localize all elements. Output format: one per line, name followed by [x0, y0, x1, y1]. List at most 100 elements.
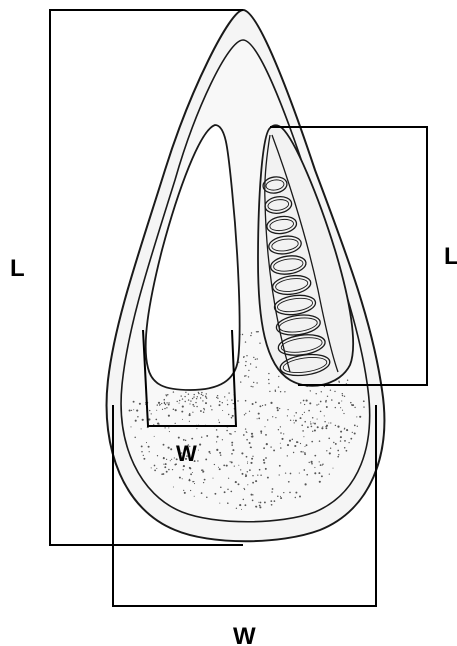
stipple-dot [250, 335, 251, 336]
stipple-dot [297, 441, 298, 442]
stipple-dot [314, 455, 316, 457]
stipple-dot [216, 397, 217, 398]
stipple-dot [328, 437, 330, 439]
stipple-dot [241, 509, 242, 510]
stipple-dot [202, 400, 203, 401]
stipple-dot [184, 492, 186, 494]
stipple-dot [154, 436, 155, 437]
stipple-dot [192, 412, 193, 413]
stipple-dot [310, 421, 311, 422]
stipple-dot [265, 434, 267, 436]
stipple-dot [352, 432, 353, 433]
stipple-dot [226, 430, 228, 432]
stipple-dot [251, 332, 252, 333]
stipple-dot [260, 475, 261, 476]
stipple-dot [285, 472, 286, 473]
stipple-dot [192, 481, 194, 483]
stipple-dot [325, 400, 326, 401]
stipple-dot [224, 396, 225, 397]
stipple-dot [205, 396, 206, 397]
stipple-dot [163, 464, 164, 465]
stipple-dot [252, 475, 253, 476]
stipple-dot [230, 461, 231, 462]
stipple-dot [247, 461, 248, 462]
stipple-dot [210, 405, 211, 406]
stipple-dot [321, 475, 323, 477]
stipple-dot [249, 411, 250, 412]
stipple-dot [322, 426, 323, 427]
stipple-dot [247, 484, 248, 485]
stipple-dot [156, 468, 157, 469]
stipple-dot [201, 492, 203, 494]
stipple-dot [341, 400, 342, 401]
stipple-dot [234, 466, 235, 467]
stipple-dot [294, 415, 295, 416]
stipple-dot [164, 408, 165, 409]
stipple-dot [142, 419, 144, 421]
stipple-dot [246, 439, 248, 441]
stipple-dot [232, 415, 234, 417]
stipple-dot [251, 433, 253, 435]
stipple-dot [146, 442, 147, 443]
stipple-dot [319, 461, 320, 462]
outer-length-label: L [10, 255, 25, 282]
stipple-dot [346, 450, 348, 452]
stipple-dot [223, 465, 225, 467]
stipple-dot [259, 405, 261, 407]
stipple-dot [216, 429, 218, 431]
stipple-dot [335, 425, 336, 426]
stipple-dot [269, 391, 270, 392]
stipple-dot [290, 420, 291, 421]
stipple-dot [196, 398, 197, 399]
stipple-dot [220, 487, 222, 489]
stipple-dot [219, 404, 221, 406]
stipple-dot [324, 421, 325, 422]
stipple-dot [272, 488, 274, 490]
stipple-dot [271, 504, 273, 506]
stipple-dot [259, 506, 261, 508]
stipple-dot [314, 467, 315, 468]
stipple-dot [238, 465, 239, 466]
stipple-dot [141, 445, 143, 447]
stipple-dot [302, 414, 303, 415]
stipple-dot [295, 497, 296, 498]
stipple-dot [252, 456, 253, 457]
stipple-dot [193, 396, 194, 397]
stipple-dot [183, 469, 184, 470]
stipple-dot [303, 436, 304, 437]
stipple-dot [268, 383, 269, 384]
stipple-dot [204, 479, 206, 481]
stipple-dot [265, 404, 267, 406]
stipple-dot [244, 414, 245, 415]
stipple-dot [344, 447, 346, 449]
stipple-dot [217, 398, 218, 399]
stipple-dot [129, 409, 131, 411]
stipple-dot [182, 406, 184, 408]
stipple-dot [194, 483, 195, 484]
stipple-dot [232, 449, 234, 451]
stipple-dot [280, 391, 281, 392]
stipple-dot [333, 468, 334, 469]
stipple-dot [337, 426, 339, 428]
stipple-dot [292, 439, 293, 440]
stipple-dot [231, 461, 233, 463]
stipple-dot [231, 417, 233, 419]
stipple-dot [233, 403, 234, 404]
stipple-dot [192, 404, 194, 406]
stipple-dot [321, 391, 322, 392]
stipple-dot [266, 443, 268, 445]
stipple-dot [251, 494, 253, 496]
stipple-dot [219, 452, 221, 454]
stipple-dot [326, 427, 328, 429]
stipple-dot [252, 482, 254, 484]
stipple-dot [228, 392, 229, 393]
stipple-dot [306, 474, 308, 476]
stipple-dot [165, 404, 166, 405]
stipple-dot [354, 432, 356, 434]
stipple-dot [202, 395, 203, 396]
stipple-dot [175, 409, 177, 411]
stipple-dot [166, 402, 167, 403]
stipple-dot [258, 413, 260, 415]
stipple-dot [175, 423, 176, 424]
stipple-dot [330, 390, 331, 391]
